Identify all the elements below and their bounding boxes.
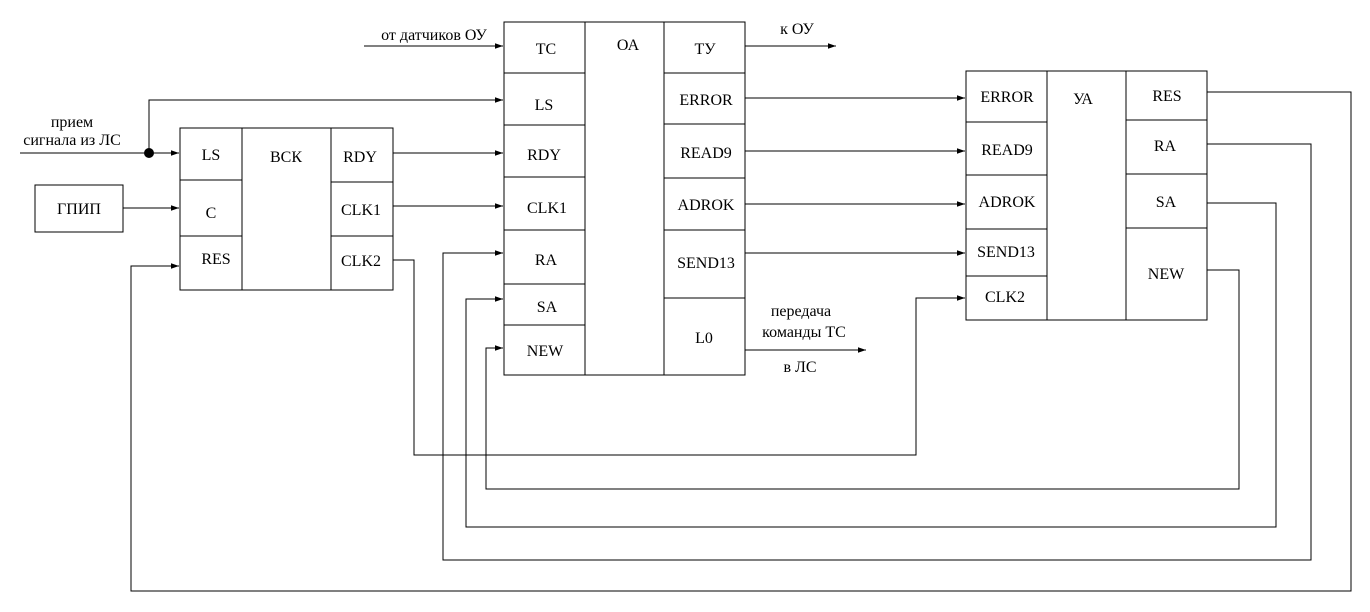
ua-output-ra: RA [1154,138,1177,155]
oa-output-read9: READ9 [680,145,732,162]
oa-output-error: ERROR [679,92,733,109]
ua-input-send13: SEND13 [977,244,1035,261]
vsk-block: ВСК LS C RES RDY CLK1 CLK2 [179,127,394,291]
oa-input-sa: SA [537,299,558,316]
vsk-output-clk1: CLK1 [341,202,381,219]
ua-input-error: ERROR [980,89,1034,106]
oa-output-tu: ТУ [694,41,716,58]
vsk-output-clk2: CLK2 [341,253,381,270]
ua-block: УА ERROR READ9 ADROK SEND13 CLK2 RES RA … [965,70,1208,321]
to-object-label: к ОУ [780,21,814,38]
ua-output-sa: SA [1156,194,1177,211]
oa-input-ls: LS [535,97,554,114]
oa-input-rdy: RDY [527,147,561,164]
sensors-label: от датчиков ОУ [381,27,487,44]
oa-input-tc: TC [536,41,556,58]
connections [20,43,1352,592]
vsk-output-rdy: RDY [343,149,377,166]
wire-res [130,91,1352,592]
oa-output-l0: L0 [695,330,713,347]
gpip-block: ГПИП [34,184,124,233]
wire-new [485,269,1240,490]
tx-label-line2: команды ТС [762,324,846,341]
ua-output-new: NEW [1148,266,1185,283]
ua-title: УА [1073,91,1093,108]
oa-title: ОА [617,37,640,54]
vsk-input-c: C [206,205,217,222]
wire-clk2 [393,259,965,456]
ua-input-adrok: ADROK [979,194,1036,211]
oa-input-new: NEW [527,343,564,360]
gpip-title: ГПИП [57,201,101,218]
ua-output-res: RES [1152,88,1181,105]
input-signal-label-line1: прием [51,114,93,131]
wire-ra [442,143,1312,561]
oa-output-send13: SEND13 [677,255,735,272]
vsk-title: ВСК [270,149,302,166]
oa-input-ra: RA [535,252,558,269]
wire-sa [465,202,1277,528]
oa-block: ОА TC LS RDY CLK1 RA SA NEW ТУ ERROR REA… [503,21,746,376]
ua-input-read9: READ9 [981,142,1033,159]
oa-output-adrok: ADROK [678,197,735,214]
wire-input-to-oa-ls [148,97,503,153]
tx-label-line3: в ЛС [783,359,816,376]
tx-label-line1: передача [771,303,831,320]
vsk-input-ls: LS [202,147,221,164]
oa-input-clk1: CLK1 [527,200,567,217]
input-signal-label-line2: сигнала из ЛС [23,132,121,149]
ua-input-clk2: CLK2 [985,289,1025,306]
vsk-input-res: RES [201,251,230,268]
